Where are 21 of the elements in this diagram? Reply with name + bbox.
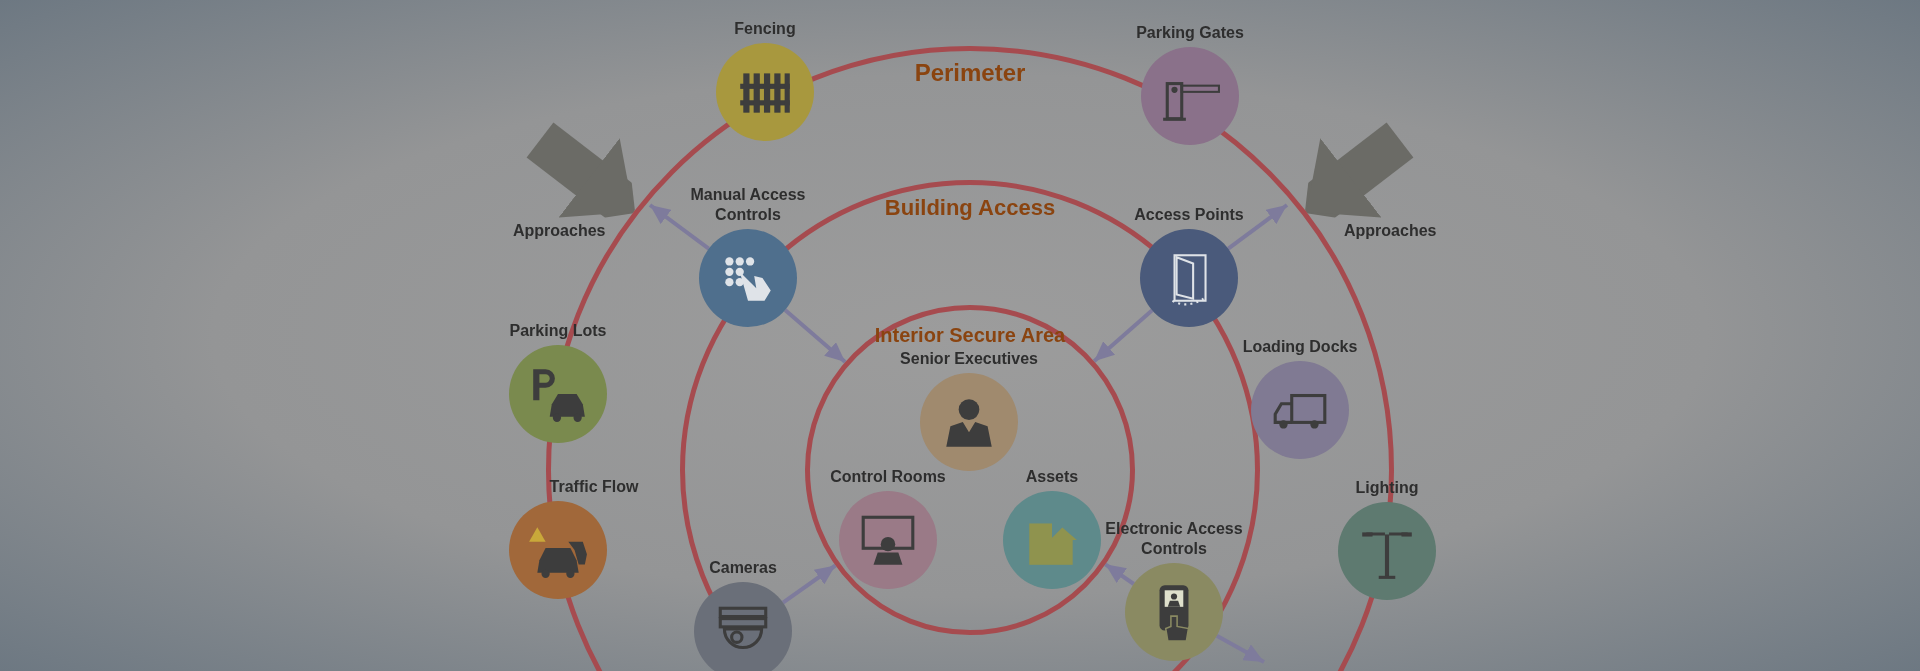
ring-title: Building Access [884,195,1056,221]
node-label: Parking Lots [508,321,608,341]
arrow [1227,203,1289,251]
node-label: Parking Gates [1135,23,1245,43]
arrow [783,308,847,364]
arrow [1104,562,1135,586]
node-label: Cameras [708,558,778,578]
node-label: Loading Docks [1241,337,1359,357]
arrow [781,563,837,605]
node-label: Senior Executives [899,349,1039,369]
node-label: Access Points [1133,205,1245,225]
arrow-caption: Approaches [1344,222,1437,240]
arrow-caption: Approaches [513,222,606,240]
node-label: Control Rooms [829,467,947,487]
node-label: Manual Access Controls [689,185,807,225]
node-label: Fencing [733,19,797,39]
ring-title: Perimeter [914,59,1026,87]
arrow [1092,308,1154,363]
node-label: Assets [1024,467,1080,487]
arrow [648,203,710,251]
arrow [1215,634,1265,664]
